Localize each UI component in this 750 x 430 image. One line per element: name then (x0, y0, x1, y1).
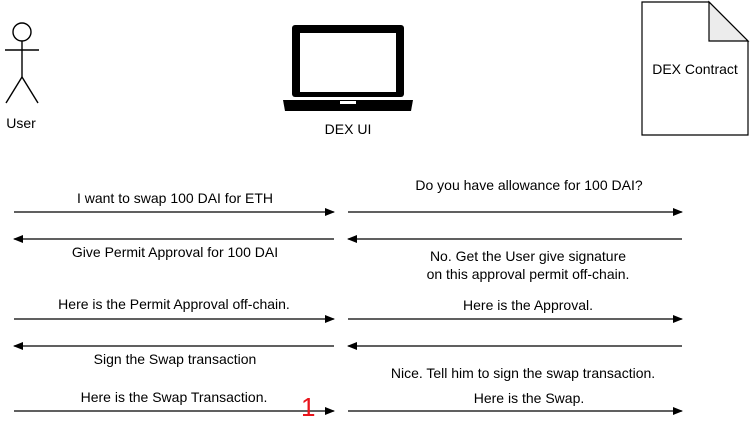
laptop-icon (283, 25, 413, 111)
message-label-2: Give Permit Approval for 100 DAI (71, 244, 279, 260)
annotation-number: 1 (301, 392, 316, 422)
message-label-0: I want to swap 100 DAI for ETH (76, 190, 274, 206)
user-label: User (6, 115, 36, 131)
message-label-1: Do you have allowance for 100 DAI? (415, 177, 643, 193)
message-label-4: Here is the Permit Approval off-chain. (58, 296, 290, 312)
user-actor-icon (5, 22, 39, 104)
message-label-7: Nice. Tell him to sign the swap transact… (390, 365, 656, 381)
message-label-3: No. Get the User give signature (429, 248, 627, 264)
message-label-6: Sign the Swap transaction (93, 351, 257, 367)
document-icon (641, 0, 750, 136)
message-label-5: Here is the Approval. (463, 297, 593, 313)
dex-ui-label: DEX UI (324, 121, 372, 137)
dex-contract-label: DEX Contract (652, 61, 738, 77)
message-label-3b: on this approval permit off-chain. (426, 266, 630, 282)
message-label-9: Here is the Swap. (473, 390, 585, 406)
message-label-8: Here is the Swap Transaction. (80, 389, 268, 405)
